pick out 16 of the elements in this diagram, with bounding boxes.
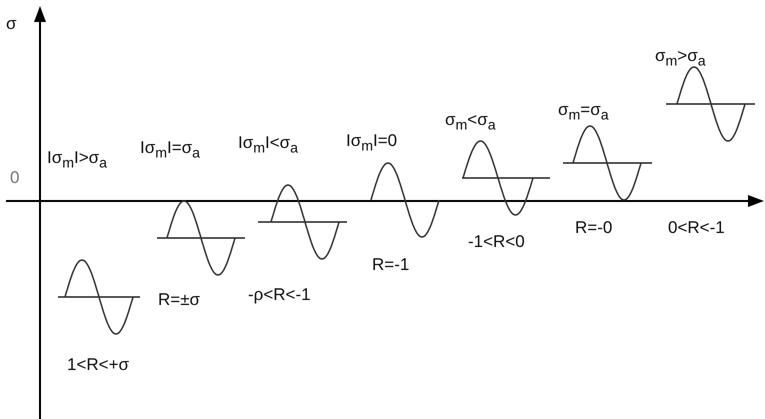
ratio-label: 1<R<+σ: [67, 355, 130, 375]
condition-label: Iσ$_{m}$I<σ$_{a}$: [238, 133, 298, 158]
condition-label: σ$_{m}$>σ$_{a}$: [655, 46, 706, 72]
ratio-label: R=-0: [575, 218, 612, 238]
ratio-label: -1<R<0: [468, 232, 525, 252]
ratio-label: R=±σ: [158, 290, 200, 310]
condition-label: Iσ$_{m}$I=σ$_{a}$: [140, 138, 200, 164]
condition-label: Iσ$_{m}$I=0: [346, 131, 398, 156]
ratio-label: 0<R<-1: [668, 218, 725, 238]
condition-label: Iσ$_{m}$I>σ$_{a}$: [47, 148, 108, 174]
axis-label: 0: [10, 168, 20, 188]
condition-label: σ$_{m}$=σ$_{a}$: [558, 100, 609, 126]
condition-label: σ$_{m}$<σ$_{a}$: [445, 110, 496, 136]
ratio-label: R=-1: [372, 255, 410, 275]
ratio-label: -ρ<R<-1: [248, 285, 311, 305]
axis-label: σ: [6, 14, 16, 34]
